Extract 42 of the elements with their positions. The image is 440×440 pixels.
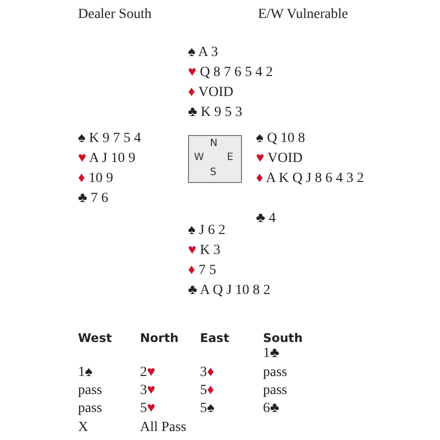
hand-holding: ♥ K 3	[188, 242, 220, 259]
hand-holding: ♠ Q 10 8	[256, 130, 306, 147]
hand-holding: ♠ K 9 7 5 4	[78, 130, 142, 147]
hand-holding: ♦ 7 5	[188, 262, 216, 279]
bid-call: pass	[263, 364, 288, 381]
hand-holding: ♣ 7 6	[78, 190, 108, 207]
compass-letter: S	[210, 167, 216, 178]
hand-holding: ♦ A K Q J 8 6 4 3 2	[256, 170, 365, 187]
hand-holding: ♦ VOID	[188, 84, 234, 101]
column-heading: North	[140, 330, 178, 347]
column-heading: West	[78, 330, 112, 347]
compass-letter: W	[194, 152, 204, 163]
header-text: Dealer South	[78, 6, 152, 23]
column-heading: South	[263, 330, 303, 347]
compass-letter: E	[227, 152, 234, 163]
bid-call: 1♣	[263, 345, 280, 362]
bid-call: 5♥	[140, 400, 156, 417]
bid-call: 3♦	[200, 364, 214, 381]
bid-call: pass	[78, 382, 102, 399]
bid-call: pass	[78, 400, 102, 417]
hand-holding: ♥ Q 8 7 6 5 4 2	[188, 64, 273, 81]
bid-call: pass	[263, 382, 288, 399]
hand-holding: ♠ A 3	[188, 44, 218, 61]
column-heading: East	[200, 330, 230, 347]
compass-box	[188, 135, 242, 183]
bid-call: 6♣	[263, 400, 280, 417]
bid-call: X	[78, 419, 88, 436]
hand-holding: ♥ VOID	[256, 150, 303, 167]
bid-call: 5♠	[200, 400, 214, 417]
bid-call: 5♦	[200, 382, 214, 399]
hand-holding: ♥ A J 10 9	[78, 150, 136, 167]
hand-holding: ♦ 10 9	[78, 170, 114, 187]
hand-holding: ♣ 4	[256, 210, 276, 227]
hand-holding: ♣ A Q J 10 8 2	[188, 282, 270, 299]
bid-call: 2♥	[140, 364, 156, 381]
hand-holding: ♣ K 9 5 3	[188, 104, 242, 121]
header-text: E/W Vulnerable	[258, 6, 348, 23]
compass-letter: N	[210, 138, 218, 149]
bid-call: 1♠	[78, 364, 92, 381]
bid-call: All Pass	[140, 419, 186, 436]
hand-holding: ♠ J 6 2	[188, 222, 226, 239]
bid-call: 3♥	[140, 382, 156, 399]
